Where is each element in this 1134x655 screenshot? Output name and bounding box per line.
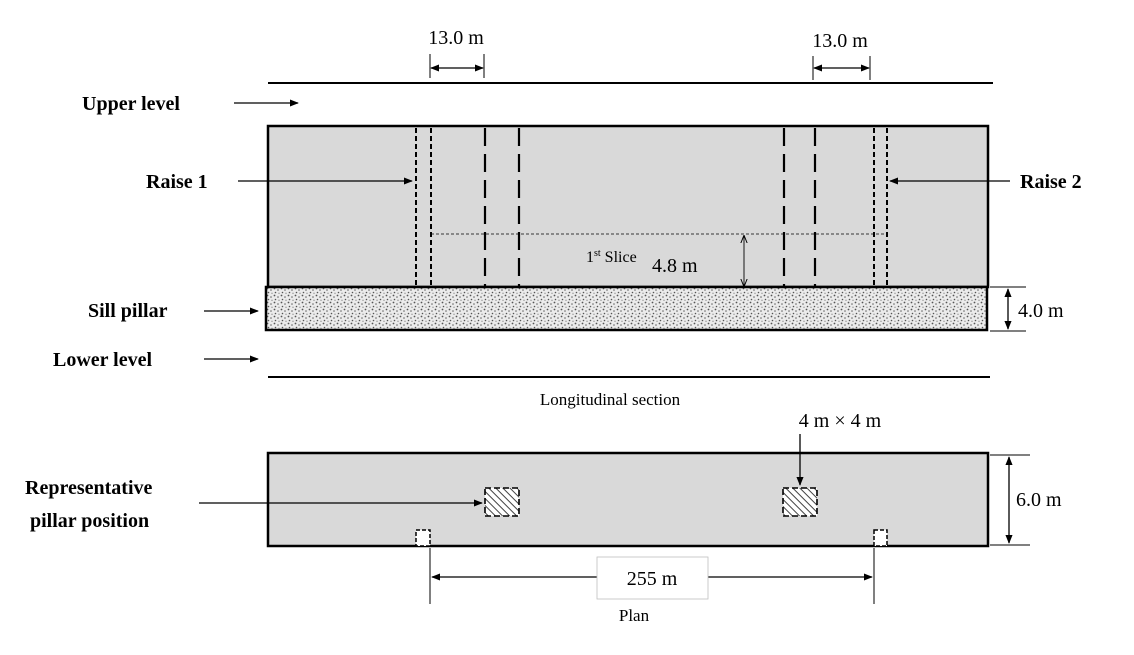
plan-block — [266, 451, 990, 548]
raise-2-plan — [873, 529, 888, 547]
dim-plan-width: 6.0 m — [1016, 489, 1062, 511]
dim-sill-thickness: 4.0 m — [1018, 300, 1064, 322]
caption-plan: Plan — [619, 606, 650, 625]
dim-pillar-size: 4 m × 4 m — [799, 410, 882, 432]
label-representative-line1: Representative — [25, 477, 152, 499]
pillar-2-plan — [782, 487, 818, 517]
label-raise-1: Raise 1 — [146, 171, 208, 193]
sill-pillar-block — [264, 285, 989, 332]
stope-block — [266, 124, 990, 289]
dim-raise-offset-right: 13.0 m — [812, 30, 868, 52]
raise-1-plan — [415, 529, 431, 547]
dim-raise-offset-left: 13.0 m — [428, 27, 484, 49]
label-upper-level: Upper level — [82, 93, 180, 115]
dim-slice-height: 4.8 m — [652, 255, 698, 277]
label-lower-level: Lower level — [53, 349, 152, 371]
dim-raise-spacing: 255 m — [627, 568, 678, 590]
pillar-1-plan — [484, 487, 520, 517]
caption-longitudinal-section: Longitudinal section — [540, 390, 681, 409]
label-raise-2: Raise 2 — [1020, 171, 1082, 193]
label-sill-pillar: Sill pillar — [88, 300, 168, 322]
first-slice-label: 1st Slice — [586, 248, 637, 266]
dim-span-label-box — [596, 556, 709, 600]
label-representative-line2: pillar position — [30, 510, 149, 532]
